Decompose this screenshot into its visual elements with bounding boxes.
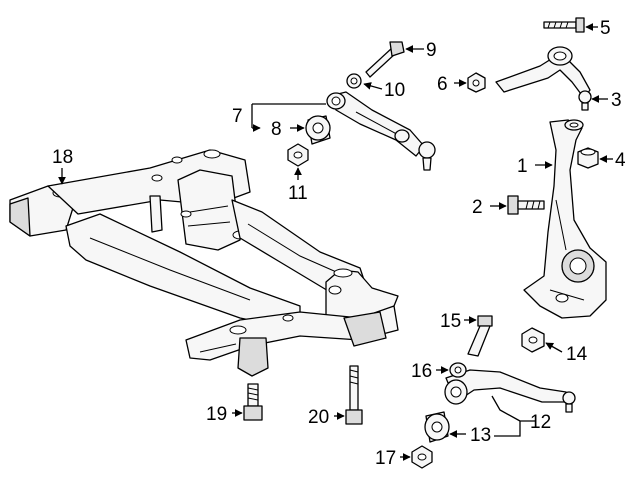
callout-15: 15 xyxy=(440,311,461,332)
callout-9: 9 xyxy=(426,40,437,61)
callout-8: 8 xyxy=(271,119,282,140)
leader-lines xyxy=(58,23,613,461)
callout-labels: 1 2 3 4 5 6 7 8 9 10 11 12 13 14 15 16 1… xyxy=(52,18,626,469)
bolt-top-right xyxy=(543,17,585,33)
arm-bushing-lower xyxy=(424,411,450,443)
crossmember-subframe xyxy=(9,149,399,377)
callout-11: 11 xyxy=(288,183,308,204)
callout-10: 10 xyxy=(384,80,405,101)
nut-wishbone xyxy=(467,72,486,93)
steering-knuckle xyxy=(523,119,607,319)
bolt-lower-arm xyxy=(467,315,493,357)
nut-lower-right xyxy=(521,327,545,353)
bolt-subframe-short xyxy=(243,383,263,421)
washer-upper xyxy=(346,73,362,89)
upper-wishbone-arm xyxy=(495,46,592,111)
callout-6: 6 xyxy=(437,74,448,95)
bolt-knuckle xyxy=(507,195,545,215)
callout-12: 12 xyxy=(530,412,551,433)
upper-control-arm xyxy=(326,91,436,171)
callout-4: 4 xyxy=(615,150,626,171)
callout-7: 7 xyxy=(232,106,243,127)
lower-control-arm xyxy=(444,369,576,413)
callout-2: 2 xyxy=(472,197,483,218)
callout-19: 19 xyxy=(206,404,227,425)
callout-14: 14 xyxy=(566,344,588,365)
callout-18: 18 xyxy=(52,147,73,168)
callout-3: 3 xyxy=(611,90,622,111)
bolt-subframe-long xyxy=(345,365,363,425)
callout-1: 1 xyxy=(517,156,528,177)
callout-17: 17 xyxy=(375,448,396,469)
callout-5: 5 xyxy=(600,18,611,39)
nut-knuckle xyxy=(577,147,599,169)
bolt-upper xyxy=(365,41,405,78)
nut-upper xyxy=(287,143,309,167)
nut-lower-left xyxy=(411,445,433,469)
washer-lower xyxy=(449,362,467,378)
callout-20: 20 xyxy=(308,407,329,428)
callout-13: 13 xyxy=(470,425,491,446)
callout-16: 16 xyxy=(411,361,432,382)
arm-bushing-upper xyxy=(305,115,331,145)
